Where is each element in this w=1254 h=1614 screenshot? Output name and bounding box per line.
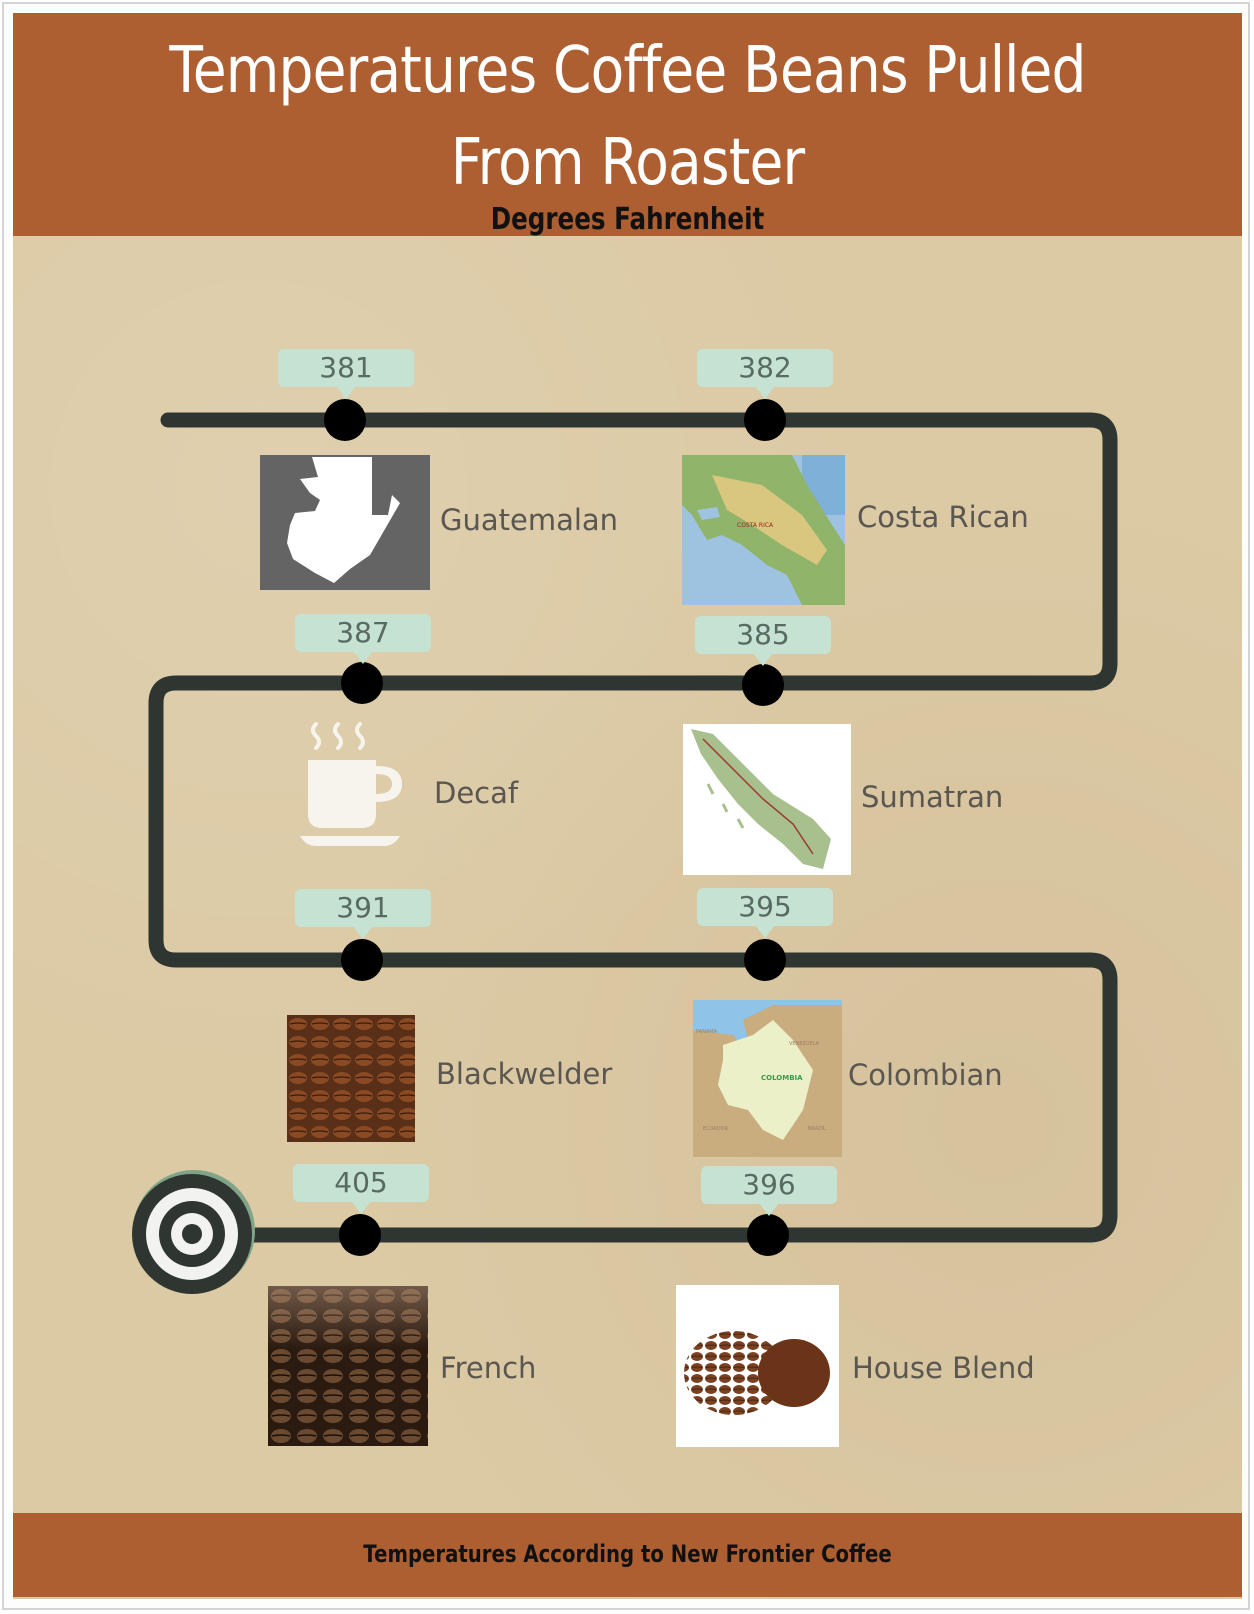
- label-costa-rican: Costa Rican: [857, 500, 1029, 534]
- track-path: [148, 412, 1118, 1243]
- dark-coffee-beans-image: [268, 1286, 428, 1446]
- page-title: Temperatures Coffee Beans Pulled From Ro…: [99, 25, 1156, 209]
- title-line-2: From Roaster: [450, 126, 805, 200]
- temp-bubble-blackwelder: 391: [295, 889, 431, 939]
- temp-bubble-guatemalan: 381: [278, 349, 414, 399]
- svg-text:VENEZUELA: VENEZUELA: [789, 1041, 820, 1047]
- label-house-blend: House Blend: [852, 1351, 1035, 1385]
- guatemala-map-silhouette-icon: [260, 455, 430, 590]
- coffee-beans-image: [287, 1015, 415, 1142]
- marker-dot-french: [339, 1214, 381, 1256]
- temp-bubble-house-blend: 396: [701, 1166, 837, 1216]
- coffee-cup-icon: [298, 722, 406, 850]
- svg-text:ECUADOR: ECUADOR: [703, 1126, 729, 1132]
- label-sumatran: Sumatran: [861, 780, 1004, 814]
- temp-bubble-costa-rican: 382: [697, 349, 833, 399]
- footer-band: Temperatures According to New Frontier C…: [13, 1513, 1242, 1597]
- label-decaf: Decaf: [434, 776, 519, 810]
- marker-dot-house-blend: [747, 1214, 789, 1256]
- source-credit: Temperatures According to New Frontier C…: [363, 1540, 892, 1568]
- label-french: French: [440, 1351, 537, 1385]
- temp-bubble-colombian: 395: [697, 888, 833, 938]
- label-colombian: Colombian: [848, 1058, 1003, 1092]
- temp-bubble-sumatran: 385: [695, 616, 831, 666]
- marker-dot-blackwelder: [341, 939, 383, 981]
- paper-background: [13, 13, 1242, 1599]
- marker-dot-sumatran: [742, 664, 784, 706]
- sumatra-map-image: [683, 724, 851, 875]
- svg-text:COLOMBIA: COLOMBIA: [761, 1074, 803, 1082]
- temp-bubble-french: 405: [293, 1164, 429, 1214]
- label-guatemalan: Guatemalan: [440, 503, 619, 537]
- marker-dot-guatemalan: [324, 399, 366, 441]
- title-line-1: Temperatures Coffee Beans Pulled: [169, 34, 1086, 108]
- marker-dot-decaf: [341, 662, 383, 704]
- svg-text:BRAZIL: BRAZIL: [808, 1126, 826, 1132]
- target-icon: [132, 1170, 255, 1294]
- svg-text:PANAMA: PANAMA: [696, 1029, 718, 1035]
- costa-rica-map-image: COSTA RICA: [682, 455, 845, 605]
- temp-bubble-decaf: 387: [295, 614, 431, 664]
- marker-dot-costa-rican: [744, 399, 786, 441]
- beans-and-grounds-image: [676, 1285, 839, 1447]
- svg-text:COSTA RICA: COSTA RICA: [737, 522, 774, 529]
- page-subtitle: Degrees Fahrenheit: [490, 202, 765, 237]
- header-band: Temperatures Coffee Beans Pulled From Ro…: [13, 13, 1242, 237]
- label-blackwelder: Blackwelder: [436, 1057, 613, 1091]
- marker-dot-colombian: [744, 939, 786, 981]
- colombia-map-image: COLOMBIA VENEZUELA ECUADOR BRAZIL PANAMA: [693, 1000, 842, 1157]
